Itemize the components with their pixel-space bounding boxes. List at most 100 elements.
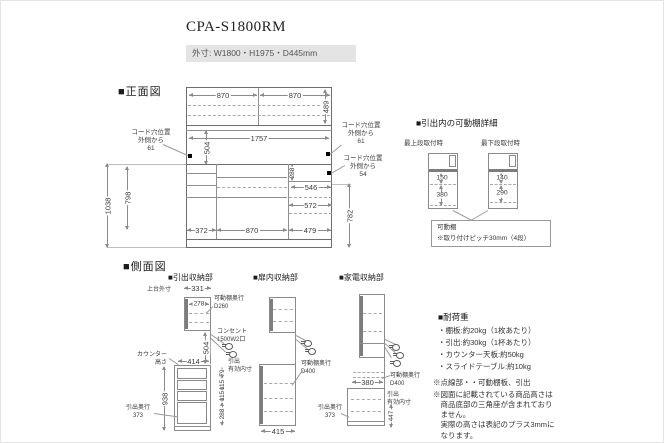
- side1-upper-cabinet: [184, 297, 211, 331]
- dim-label: 1757: [249, 133, 269, 143]
- front-view-title: ■正面図: [118, 86, 162, 98]
- front-upper-bottom-line: [186, 125, 332, 126]
- dim-150: 150: [435, 173, 449, 184]
- dim-label: 504: [201, 340, 211, 356]
- shelf-depth-label-d400-door: 可動棚奥行 D400: [301, 361, 332, 375]
- dim-label: 288: [288, 166, 297, 179]
- outlet-plug-icon: [393, 352, 404, 359]
- dim-drawer-inner-2: 115: [219, 378, 227, 392]
- drawer-depth-label: 引出奥行 373: [125, 405, 150, 419]
- load-capacity-item: ・棚板:約20kg（1枚あたり）: [438, 326, 536, 335]
- front-partition-left: [216, 164, 217, 239]
- dotted-line-note: ※点線部・・可動棚板、引出: [433, 378, 531, 387]
- shelf-depth-label-d260: 可動棚奥行 D260: [214, 296, 245, 310]
- dim-label: 1038: [103, 196, 113, 215]
- side3-slide-table-dashed: [353, 377, 384, 378]
- dim-140: 140: [495, 173, 509, 184]
- mini-dashed-shelf: [490, 202, 516, 203]
- dim-label: 546: [303, 182, 319, 192]
- dim-label: 140: [495, 174, 509, 182]
- side3-flap-line: [359, 343, 385, 344]
- dim-label: 870: [215, 90, 231, 100]
- side1-drawer-box: [177, 380, 207, 390]
- front-drawer-line: [186, 185, 216, 186]
- mini-cabinet-bottom-mount: [488, 153, 518, 209]
- appliance-drawer-depth-label: 引出奥行 373: [317, 405, 342, 419]
- appliance-drawer-inner-label: 引出 有効内寸: [387, 392, 412, 406]
- side1-base-line: [174, 426, 211, 427]
- dim-bottom-middle: 870: [217, 227, 287, 235]
- dim-label: 479: [302, 225, 318, 235]
- side2-shelf-dashed: [264, 398, 293, 399]
- dim-drawer-inner-4: 288: [219, 402, 227, 426]
- dim-label: 870: [287, 90, 303, 100]
- load-capacity-item: ・カウンター天板:約50kg: [438, 350, 524, 359]
- dim-label: 278: [192, 300, 206, 308]
- side3-base-line: [347, 421, 385, 422]
- dim-label: 414: [186, 356, 201, 366]
- outer-size-text: 外寸: W1800・H1975・D445mm: [192, 48, 318, 58]
- side1-drawer-box: [177, 368, 207, 379]
- load-capacity-item: ・引出:約30kg（1杯あたり）: [438, 338, 536, 347]
- mini-dashed-shelf: [430, 205, 456, 206]
- side-view-title: ■側面図: [123, 261, 167, 273]
- outlet-plug-icon: [389, 344, 400, 351]
- outlet-label: コンセント 1500W2口: [217, 329, 248, 343]
- front-partition-right: [288, 164, 289, 239]
- outlet-plug-icon: [226, 351, 237, 358]
- cord-label-left: コード穴位置 外側から 61: [131, 129, 171, 153]
- front-upper-shelf-dashed: [188, 115, 330, 116]
- side2-shelf-dashed: [273, 321, 293, 322]
- dim-open-space-height: 504: [202, 130, 211, 165]
- outlet-plug-icon: [305, 348, 316, 355]
- dim-upper-height: 489: [321, 89, 330, 124]
- dim-label: 782: [345, 208, 355, 223]
- outlet-plug-icon: [301, 340, 312, 347]
- dim-right-compartment-height: 288: [289, 164, 297, 181]
- cord-hole-left: [188, 154, 192, 158]
- side3-shelf-dashed: [363, 313, 382, 314]
- dim-label: 447: [387, 409, 396, 423]
- dim-label: 798: [123, 190, 133, 206]
- label-bottom-mount: 最下段取付時: [481, 140, 520, 147]
- side3-door-panel: [360, 296, 363, 356]
- dim-drawer-inner-3: 115: [219, 389, 227, 403]
- side3-upper-cabinet: [359, 294, 385, 358]
- dim-drawer-inner-1: 79: [219, 367, 227, 379]
- outer-size-box: 外寸: W1800・H1975・D445mm: [186, 45, 356, 62]
- product-title: CPA-S1800RM: [186, 19, 286, 35]
- side2-back-line: [295, 333, 296, 364]
- side2-lower-door-panel: [260, 366, 263, 424]
- front-middle-shelf-line: [217, 197, 287, 198]
- side1-lower-cabinet: [174, 365, 211, 431]
- shelf-detail-title: ■引出内の可動棚詳細: [416, 118, 498, 128]
- front-middle-shelf-dashed: [217, 187, 287, 188]
- dim-label: 504: [202, 140, 212, 155]
- dim-label: 290: [495, 189, 509, 198]
- cord-label-right-top: コード穴位置 外側から 61: [341, 122, 381, 146]
- dim-938: 938: [160, 366, 169, 431]
- cord-hole-right-top: [326, 152, 330, 156]
- dim-380-depth: 380: [352, 379, 383, 387]
- dim-415: 415: [261, 428, 295, 436]
- dim-label: 572: [303, 200, 318, 210]
- side2-shelf-dashed: [264, 383, 293, 384]
- dim-bottom-right: 479: [289, 227, 331, 235]
- label-top-mount: 最上段取付時: [404, 140, 443, 147]
- side1-drawer-box: [177, 402, 207, 424]
- dim-top-width-left: 870: [189, 92, 257, 100]
- mini-dashed-shelf: [490, 184, 516, 185]
- dim-bottom-left: 372: [187, 227, 216, 235]
- side3-drawer-dashed: [351, 399, 381, 400]
- side2-shelf-dashed: [273, 309, 293, 310]
- front-drawer-line: [186, 197, 216, 198]
- side2-lower-cabinet: [259, 364, 296, 426]
- front-slide-table-dashed: [289, 197, 332, 198]
- side1-back-line: [210, 331, 211, 364]
- front-slide-table-dashed: [289, 213, 332, 214]
- dim-label: 79: [218, 368, 227, 378]
- front-upper-shelf-dashed: [188, 105, 330, 106]
- shelf-depth-label-d400-appliance: 可動棚奥行 D400: [390, 373, 421, 387]
- front-right-compartment-line: [289, 181, 332, 182]
